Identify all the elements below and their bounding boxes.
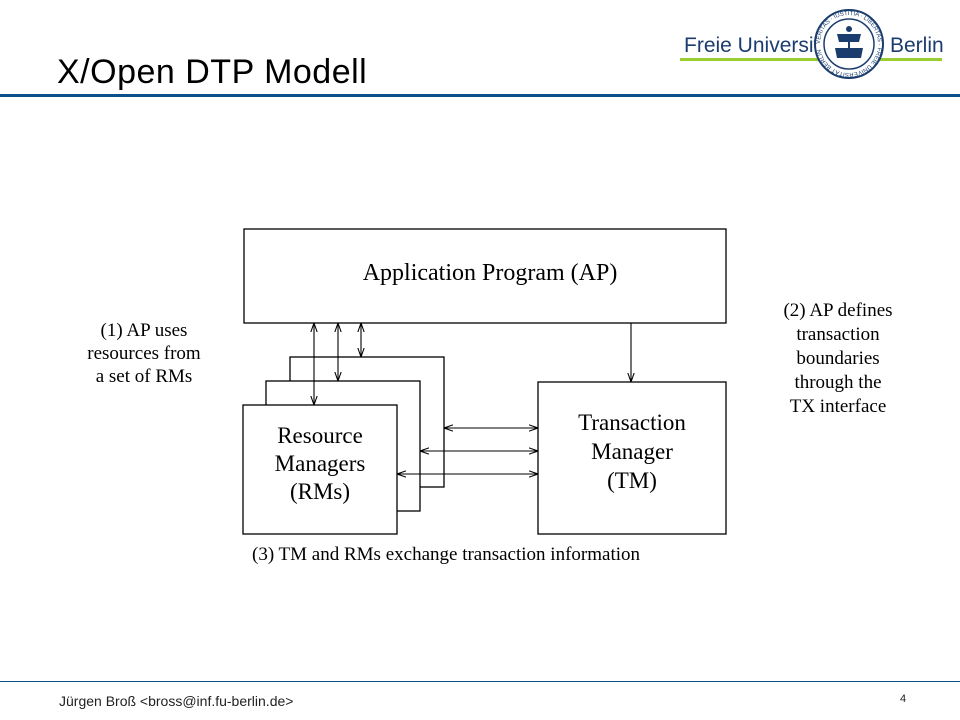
university-seal-icon: VERITAS · IUSTITIA · LIBERTAS · FREIE UN… [814, 9, 884, 79]
note-left-line1: (1) AP uses [101, 320, 188, 341]
footer-rule [0, 681, 960, 682]
transaction-manager-label-line3: (TM) [607, 468, 657, 493]
logo-underline [680, 58, 942, 61]
logo-text-berlin: Berlin [890, 34, 944, 57]
footer-author: Jürgen Broß <bross@inf.fu-berlin.de> [59, 693, 294, 709]
resource-managers-label-line2: Managers [275, 451, 366, 476]
note-right-line2: transaction [796, 324, 880, 345]
resource-managers-label-line3: (RMs) [290, 479, 350, 504]
application-program-label: Application Program (AP) [363, 260, 618, 286]
note-right-line5: TX interface [790, 396, 887, 417]
note-right-line4: through the [794, 372, 881, 393]
application-program-box [243, 228, 727, 324]
transaction-manager-label-line1: Transaction [578, 410, 686, 435]
note-right-line1: (2) AP defines [783, 300, 892, 321]
university-logo: Freie Universität Berlin VERITAS · IUSTI… [680, 8, 944, 80]
transaction-manager-label-line2: Manager [591, 439, 673, 464]
note-bottom: (3) TM and RMs exchange transaction info… [252, 544, 640, 565]
slide-title: X/Open DTP Modell [57, 53, 368, 91]
note-right-line3: boundaries [796, 348, 879, 369]
logo-text-freie-universitaet: Freie Universität [684, 34, 837, 57]
transaction-manager-box [537, 381, 727, 535]
note-left-line2: resources from [87, 343, 201, 364]
header-rule [0, 94, 960, 97]
resource-managers-label-line1: Resource [277, 423, 363, 448]
note-left-line3: a set of RMs [96, 366, 193, 387]
resource-manager-box-front [242, 404, 398, 535]
page-number: 4 [900, 693, 907, 705]
